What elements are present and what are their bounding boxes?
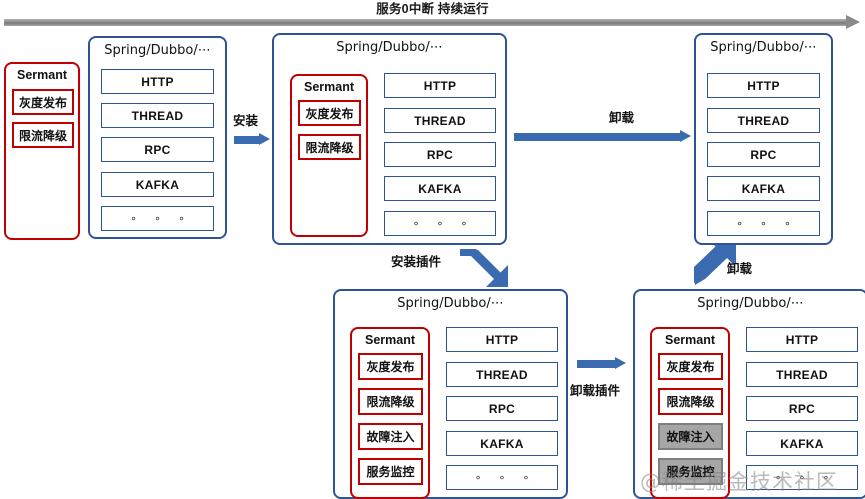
uninstall-bottom-arrow-icon <box>694 245 736 285</box>
watermark: @稀土掘金技术社区 <box>640 470 838 494</box>
transition-label-uninstall-top: 卸载 <box>609 111 635 125</box>
plugin-rate-limit[interactable]: 限流降级 <box>298 134 361 160</box>
module-thread[interactable]: THREAD <box>101 103 214 128</box>
transition-label-install: 安装 <box>233 114 259 128</box>
transition-label-uninstall-plugin: 卸载插件 <box>570 384 621 398</box>
plugin-rate-limit[interactable]: 限流降级 <box>12 122 74 148</box>
module-kafka[interactable]: KAFKA <box>446 431 558 456</box>
plugin-gray-release[interactable]: 灰度发布 <box>12 89 74 115</box>
sermant-title: Sermant <box>664 333 716 347</box>
stage-1-host-frame: Spring/Dubbo/⋯ HTTP THREAD RPC KAFKA ∘ ∘… <box>88 36 227 239</box>
module-more[interactable]: ∘ ∘ ∘ <box>101 206 214 231</box>
stage-1-sermant-box: Sermant 灰度发布 限流降级 <box>4 62 80 240</box>
plugin-service-monitor[interactable]: 服务监控 <box>658 458 723 485</box>
module-http[interactable]: HTTP <box>707 73 820 98</box>
module-rpc[interactable]: RPC <box>101 137 214 162</box>
frame-title: Spring/Dubbo/⋯ <box>397 296 504 311</box>
timeline-bar <box>4 19 849 26</box>
module-rpc[interactable]: RPC <box>446 396 558 421</box>
timeline-arrow-icon <box>846 15 860 29</box>
install-plugin-arrow-icon <box>460 249 508 287</box>
plugin-gray-release[interactable]: 灰度发布 <box>658 353 723 380</box>
module-thread[interactable]: THREAD <box>746 362 858 387</box>
module-http[interactable]: HTTP <box>384 73 496 98</box>
module-kafka[interactable]: KAFKA <box>746 431 858 456</box>
frame-title: Spring/Dubbo/⋯ <box>336 40 443 55</box>
module-http[interactable]: HTTP <box>101 69 214 94</box>
page-title: 服务0中断 持续运行 <box>376 2 489 16</box>
module-more[interactable]: ∘ ∘ ∘ <box>446 465 558 490</box>
plugin-gray-release[interactable]: 灰度发布 <box>358 353 423 380</box>
transition-label-uninstall-bottom: 卸载 <box>727 262 753 276</box>
sermant-title: Sermant <box>16 68 68 82</box>
module-thread[interactable]: THREAD <box>446 362 558 387</box>
frame-title: Spring/Dubbo/⋯ <box>697 296 804 311</box>
uninstall-plugin-arrow-icon <box>577 357 627 370</box>
module-kafka[interactable]: KAFKA <box>707 176 820 201</box>
plugin-gray-release[interactable]: 灰度发布 <box>298 100 361 126</box>
module-rpc[interactable]: RPC <box>384 142 496 167</box>
stage-2-frame: Spring/Dubbo/⋯ Sermant 灰度发布 限流降级 HTTP TH… <box>272 33 507 245</box>
install-arrow-icon <box>234 133 270 146</box>
transition-label-install-plugin: 安装插件 <box>391 255 442 269</box>
stage-3b-sermant-box: Sermant 灰度发布 限流降级 故障注入 服务监控 <box>650 327 730 499</box>
plugin-rate-limit[interactable]: 限流降级 <box>658 388 723 415</box>
plugin-fault-injection[interactable]: 故障注入 <box>658 423 723 450</box>
stage-4-frame: Spring/Dubbo/⋯ HTTP THREAD RPC KAFKA ∘ ∘… <box>694 33 833 245</box>
module-rpc[interactable]: RPC <box>746 396 858 421</box>
module-rpc[interactable]: RPC <box>707 142 820 167</box>
stage-3-sermant-box: Sermant 灰度发布 限流降级 故障注入 服务监控 <box>350 327 430 499</box>
module-kafka[interactable]: KAFKA <box>101 172 214 197</box>
stage-3-frame: Spring/Dubbo/⋯ Sermant 灰度发布 限流降级 故障注入 服务… <box>333 289 568 499</box>
plugin-service-monitor[interactable]: 服务监控 <box>358 458 423 485</box>
stage-3b-frame: Spring/Dubbo/⋯ Sermant 灰度发布 限流降级 故障注入 服务… <box>633 289 865 499</box>
module-thread[interactable]: THREAD <box>384 108 496 133</box>
frame-title: Spring/Dubbo/⋯ <box>104 43 211 58</box>
module-more[interactable]: ∘ ∘ ∘ <box>707 211 820 236</box>
module-kafka[interactable]: KAFKA <box>384 176 496 201</box>
sermant-title: Sermant <box>364 333 416 347</box>
module-more[interactable]: ∘ ∘ ∘ <box>384 211 496 236</box>
module-http[interactable]: HTTP <box>446 327 558 352</box>
plugin-rate-limit[interactable]: 限流降级 <box>358 388 423 415</box>
module-http[interactable]: HTTP <box>746 327 858 352</box>
uninstall-arrow-icon <box>514 130 692 143</box>
module-more[interactable]: ∘ ∘ ∘ <box>746 465 858 490</box>
plugin-fault-injection[interactable]: 故障注入 <box>358 423 423 450</box>
module-thread[interactable]: THREAD <box>707 108 820 133</box>
frame-title: Spring/Dubbo/⋯ <box>710 40 817 55</box>
stage-2-sermant-box: Sermant 灰度发布 限流降级 <box>290 74 368 237</box>
sermant-title: Sermant <box>303 80 355 94</box>
